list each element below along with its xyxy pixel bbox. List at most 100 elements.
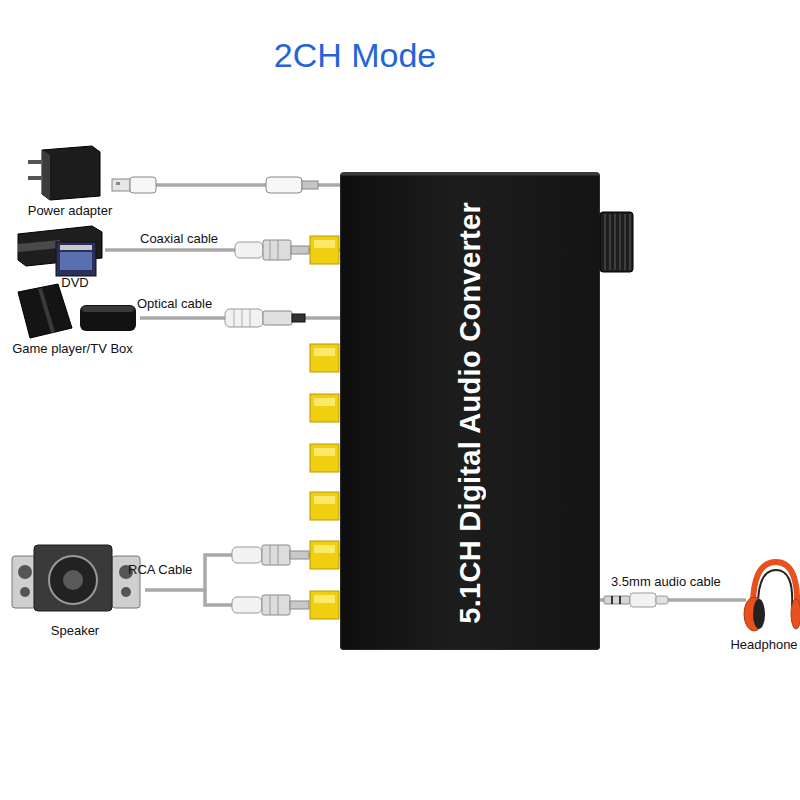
dvd-cover-art xyxy=(60,245,92,250)
subwoofer-cone xyxy=(49,556,97,604)
rca-port-shine xyxy=(314,240,335,248)
knob-ridge xyxy=(609,214,611,270)
plug-collar xyxy=(263,240,291,260)
rca-port xyxy=(310,591,339,619)
rca-port-shine xyxy=(314,496,335,504)
optical-plug xyxy=(225,309,305,327)
device-label: DVD xyxy=(61,275,88,290)
rca-port-body xyxy=(310,344,339,372)
jack-ring xyxy=(619,596,621,604)
tv-box-top xyxy=(82,306,134,312)
jack-strain-relief xyxy=(656,596,668,604)
plug-collar xyxy=(262,595,290,615)
rca-port-body xyxy=(310,236,339,264)
rca-port-shine xyxy=(314,545,335,553)
cable-label: Optical cable xyxy=(137,296,212,311)
headphone-node: Headphone xyxy=(728,555,800,652)
tv-box-icon xyxy=(80,305,136,331)
usb-a-plug xyxy=(112,177,156,193)
usb-a-hole xyxy=(116,182,120,185)
rca-port-shine xyxy=(314,348,335,356)
jack-body xyxy=(630,593,656,607)
micro-usb-tip xyxy=(302,181,318,189)
micro-usb-body xyxy=(266,177,302,193)
cable-connector xyxy=(140,316,340,320)
headphone-pad xyxy=(753,599,765,629)
diagram-title: 2CH Mode xyxy=(180,36,530,75)
plug-ridge xyxy=(278,240,279,260)
adapter-body xyxy=(42,146,100,200)
plug-ridge xyxy=(242,309,243,327)
audio-jack-plug xyxy=(604,593,668,607)
cable-connector xyxy=(145,555,340,590)
game-console-icon xyxy=(18,284,72,338)
plug-ridge xyxy=(250,309,251,327)
plug-body xyxy=(232,597,262,613)
subwoofer-dust-cap xyxy=(63,570,83,590)
rca-port xyxy=(310,444,339,472)
rca-port xyxy=(310,492,339,520)
dvd-node: DVD xyxy=(10,220,105,290)
speaker-cone xyxy=(119,565,133,579)
knob-ridge xyxy=(629,214,631,270)
plug-collar xyxy=(262,545,290,565)
dvd-player-icon xyxy=(18,226,102,276)
converter-box: 5.1CH Digital Audio Converter xyxy=(340,172,600,650)
jack-ring xyxy=(611,596,613,604)
rca-port xyxy=(310,236,339,264)
knob-ridge xyxy=(614,214,616,270)
device-label: Game player/TV Box xyxy=(12,341,133,356)
rca-port xyxy=(310,344,339,372)
plug-body xyxy=(225,309,263,327)
plug-tip xyxy=(290,601,309,609)
headphone-wire xyxy=(728,598,746,602)
plug-ridge xyxy=(278,595,279,615)
rca-port-shine xyxy=(314,398,335,406)
plug-body xyxy=(232,547,262,563)
dvd-cover-art xyxy=(60,252,92,270)
rca-port-body xyxy=(310,541,339,569)
adapter-prong xyxy=(28,176,43,180)
plug-ridge xyxy=(270,545,271,565)
rca-port-body xyxy=(310,394,339,422)
tv-box-body xyxy=(80,305,136,331)
dvd-front xyxy=(18,240,60,252)
cable-connector xyxy=(120,183,340,187)
dvd-cover xyxy=(56,242,96,276)
micro-usb-plug xyxy=(266,177,318,193)
cable-label: Coaxial cable xyxy=(140,231,218,246)
usb-a-body xyxy=(130,177,156,193)
speaker-tower xyxy=(112,556,140,608)
power-adapter-icon xyxy=(28,146,100,200)
rca-plug xyxy=(232,545,309,565)
headphone-cup xyxy=(744,597,764,631)
speaker-cone xyxy=(121,587,131,597)
device-label: Power adapter xyxy=(28,203,113,218)
subwoofer-body xyxy=(34,545,112,611)
plug-tip xyxy=(291,246,309,254)
rca-port xyxy=(310,394,339,422)
rca-wire xyxy=(205,590,232,605)
rca-port xyxy=(310,541,339,569)
device-title: 5.1CH Digital Audio Converter xyxy=(454,202,487,624)
knob-ridge xyxy=(619,214,621,270)
volume-knob xyxy=(600,212,633,272)
rca-port-shine xyxy=(314,595,335,603)
speaker-cone xyxy=(20,587,30,597)
power-adapter-node: Power adapter xyxy=(20,135,120,218)
console-stripe xyxy=(38,288,55,333)
plug-collar xyxy=(263,311,292,325)
headphone-icon xyxy=(728,562,800,631)
plug-tip xyxy=(292,314,305,322)
speaker-node: Speaker xyxy=(5,535,145,638)
rca-port-body xyxy=(310,591,339,619)
coaxial-plug xyxy=(235,240,309,260)
rca-port-body xyxy=(310,492,339,520)
jack-tip xyxy=(604,596,630,604)
device-label: Speaker xyxy=(51,623,99,638)
rca-port-shine xyxy=(314,448,335,456)
cable-label: RCA Cable xyxy=(128,562,192,577)
cable-connector xyxy=(600,598,728,602)
plug-ridge xyxy=(270,595,271,615)
speaker-cone xyxy=(18,565,32,579)
